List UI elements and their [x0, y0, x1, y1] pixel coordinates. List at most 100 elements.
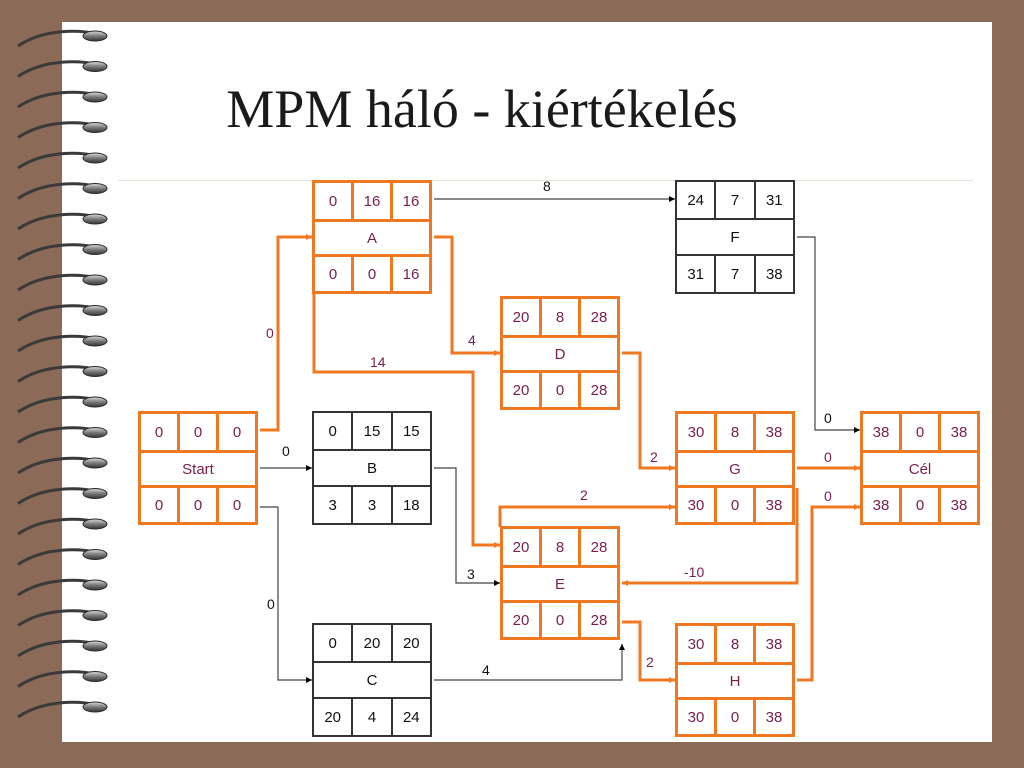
node-E-duration: 8: [539, 529, 578, 565]
node-G-latest-finish: 38: [753, 488, 792, 522]
node-F-latest-start: 31: [687, 265, 704, 283]
node-Start-name: Start: [182, 460, 214, 478]
node-E-earliest-finish: 28: [578, 529, 617, 565]
node-A-earliest-start: 0: [328, 192, 338, 210]
node-B-duration: 15: [351, 413, 390, 449]
node-A-name: A: [366, 229, 377, 247]
edge-label-A-F: 8: [543, 178, 551, 194]
binding-ring-hole: [82, 305, 108, 316]
node-A-earliest-finish: 16: [390, 183, 429, 219]
node-F-name: F: [730, 228, 740, 246]
node-F-earliest-start: 24: [687, 191, 704, 209]
node-C-name: C: [366, 671, 378, 689]
binding-ring-hole: [82, 579, 108, 591]
node-Start-slack: 0: [177, 488, 216, 522]
edge-Start-A: [260, 234, 312, 432]
node-C-earliest-finish: 20: [390, 625, 430, 661]
edge-Start-C: [260, 506, 312, 683]
node-Start-earliest-finish: 0: [216, 414, 255, 450]
binding-ring-hole: [82, 488, 108, 499]
binding-ring-hole: [82, 152, 108, 164]
edge-A-E: [312, 294, 500, 548]
binding-ring-hole: [82, 457, 108, 469]
edge-label-A-E: 14: [370, 354, 386, 370]
node-H-earliest-finish: 38: [753, 626, 792, 662]
node-B-earliest-finish: 15: [390, 413, 430, 449]
edge-E-G: [498, 504, 675, 527]
node-G-duration: 8: [714, 414, 753, 450]
node-C-latest-finish: 24: [390, 699, 430, 735]
binding-ring-hole: [82, 61, 108, 72]
binding-ring-hole: [82, 183, 108, 194]
node-H-earliest-start: 30: [687, 635, 705, 653]
node-Start-latest-finish: 0: [216, 488, 255, 522]
edge-label-H-Cel: 0: [824, 488, 832, 504]
node-G-earliest-finish: 38: [753, 414, 792, 450]
node-C-slack: 4: [351, 699, 390, 735]
node-Cel-latest-finish: 38: [938, 488, 977, 522]
node-Start-duration: 0: [177, 414, 216, 450]
edge-label-G-E: -10: [684, 564, 705, 580]
edge-H-Cel: [797, 504, 860, 682]
slide-title: MPM háló - kiértékelés: [226, 79, 738, 139]
edge-A-D: [434, 235, 500, 356]
edge-G-E: [622, 488, 799, 586]
node-Cel-slack: 0: [899, 488, 938, 522]
edge-E-H: [622, 620, 675, 683]
edge-label-D-G: 2: [650, 449, 658, 465]
node-Start-earliest-start: 0: [154, 423, 164, 441]
binding-ring-hole: [82, 396, 108, 408]
edge-label-B-E: 3: [467, 566, 475, 582]
node-Cel-earliest-start: 38: [872, 423, 890, 441]
node-A-latest-finish: 16: [390, 257, 429, 291]
node-A-slack: 0: [351, 257, 390, 291]
edge-label-G-Cel: 0: [824, 449, 832, 465]
node-E-name: E: [554, 575, 565, 593]
node-Cel-name: Cél: [908, 460, 932, 478]
node-B-earliest-start: 0: [328, 422, 337, 440]
node-H-latest-finish: 38: [753, 700, 792, 734]
edge-B-E: [434, 467, 500, 586]
binding-ring-hole: [82, 610, 108, 621]
edge-label-Start-C: 0: [267, 596, 275, 612]
node-G-slack: 0: [714, 488, 753, 522]
node-B-latest-start: 3: [328, 496, 337, 514]
binding-ring-hole: [82, 274, 108, 286]
binding-ring-hole: [82, 244, 108, 255]
node-Cel-earliest-finish: 38: [938, 414, 977, 450]
title-divider: [118, 180, 973, 181]
binding-ring-hole: [82, 122, 108, 133]
node-D-latest-finish: 28: [578, 373, 617, 407]
binding-ring-hole: [82, 30, 108, 42]
node-G-name: G: [729, 460, 741, 478]
binding-ring-hole: [82, 427, 108, 438]
node-Cel-latest-start: 38: [872, 496, 890, 514]
node-A-duration: 16: [351, 183, 390, 219]
node-D-latest-start: 20: [512, 381, 530, 399]
node-C-earliest-start: 0: [328, 634, 337, 652]
node-F-slack: 7: [714, 256, 753, 292]
node-H-latest-start: 30: [687, 708, 705, 726]
node-E-earliest-start: 20: [512, 538, 530, 556]
node-H-duration: 8: [714, 626, 753, 662]
node-D-earliest-finish: 28: [578, 299, 617, 335]
node-D-name: D: [554, 345, 566, 363]
edge-D-G: [622, 351, 675, 471]
node-F-latest-finish: 38: [753, 256, 793, 292]
edge-label-E-G: 2: [580, 487, 588, 503]
edge-label-Start-A: 0: [266, 325, 274, 341]
node-C-latest-start: 20: [324, 708, 341, 726]
binding-ring-hole: [82, 91, 108, 103]
node-C-duration: 20: [351, 625, 390, 661]
node-Cel-duration: 0: [899, 414, 938, 450]
node-D-slack: 0: [539, 373, 578, 407]
binding-ring-hole: [82, 671, 108, 682]
